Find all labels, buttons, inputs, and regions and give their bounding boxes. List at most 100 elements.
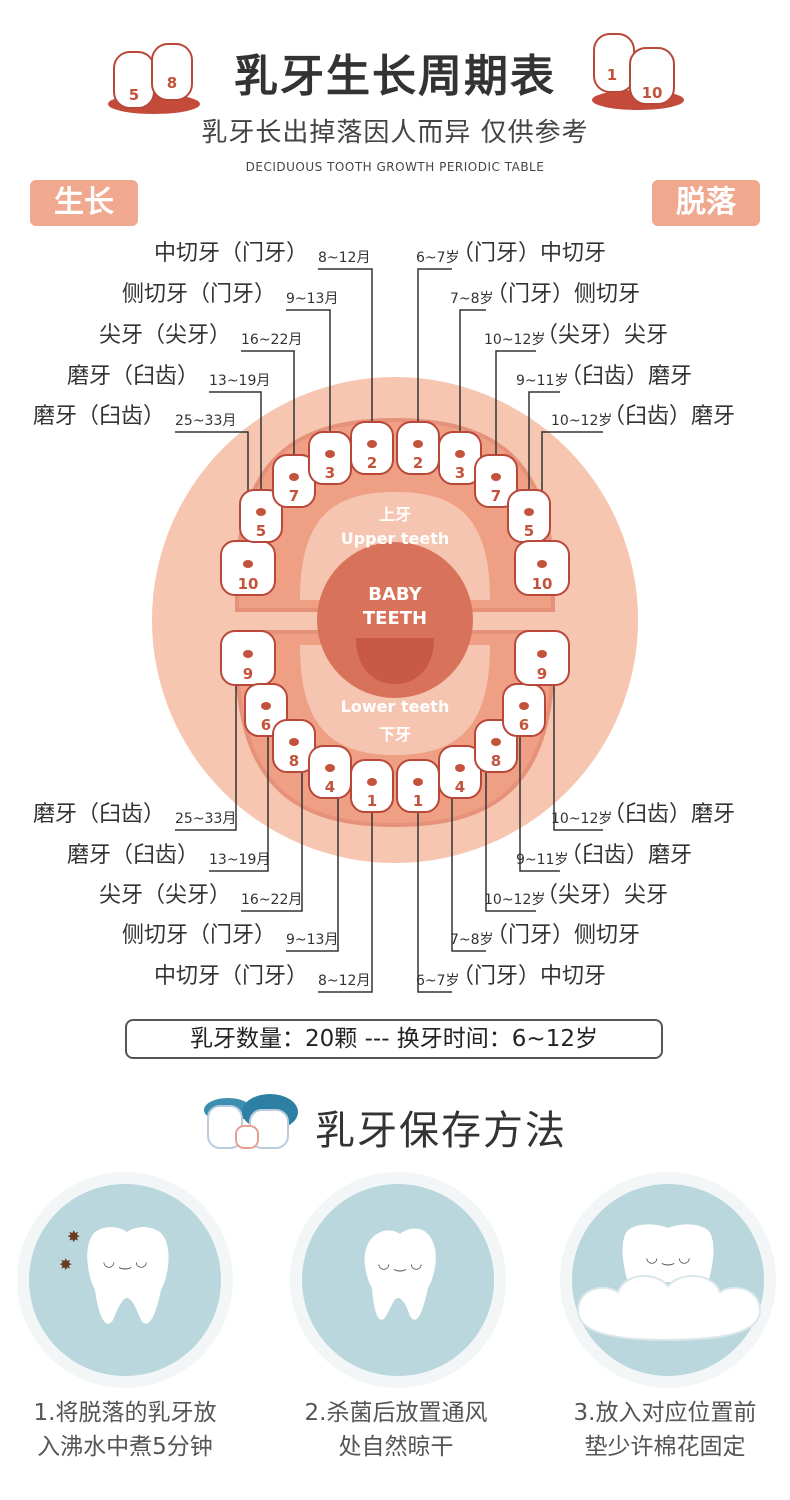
tooth-number: 4	[455, 778, 465, 796]
tooth-age-label: 10~12岁	[551, 413, 613, 429]
tooth-number: 9	[537, 665, 547, 683]
english-subtitle: DECIDUOUS TOOTH GROWTH PERIODIC TABLE	[245, 160, 545, 174]
center-label-line2: TEETH	[363, 608, 427, 629]
tooth-age-label: 7~8岁	[450, 291, 494, 307]
step-2-text: 2.杀菌后放置通风 处自然晾干	[266, 1396, 526, 1464]
tooth-icon: 4	[438, 745, 482, 799]
leader-line	[209, 736, 269, 872]
tooth-type-label: 磨牙（臼齿）	[32, 802, 165, 827]
tooth-type-label: 磨牙（臼齿）	[66, 843, 199, 868]
tooth-age-label: 10~12岁	[551, 811, 613, 827]
leader-line	[286, 309, 331, 432]
face-icon: ◡ ‿ ◡	[103, 1254, 148, 1270]
mouth-diagram: 上牙 Upper teeth BABY TEETH Lower teeth 下牙…	[152, 268, 638, 993]
leader-line	[459, 309, 486, 432]
tooth-type-label: 尖牙（尖牙）	[98, 323, 231, 348]
tooth-icon: 2	[396, 421, 440, 475]
tooth-number: 7	[289, 487, 299, 505]
tooth-icon: 2	[350, 421, 394, 475]
tooth-number: 4	[325, 778, 335, 796]
leader-line	[528, 391, 560, 490]
leader-line	[241, 350, 295, 455]
tooth-age-label: 25~33月	[175, 413, 237, 429]
tooth-type-label: （门牙）侧切牙	[486, 282, 641, 307]
tooth-icon	[235, 1125, 259, 1149]
badge-number: 8	[167, 74, 177, 92]
tooth-type-label: 中切牙（门牙）	[153, 964, 308, 989]
tooth-icon: 9	[220, 630, 276, 686]
tooth-icon: 4	[308, 745, 352, 799]
tooth-number: 10	[532, 575, 553, 593]
leader-line	[519, 736, 560, 872]
tooth-age-label: 10~12岁	[484, 892, 546, 908]
leader-line	[495, 350, 536, 455]
step-2-line1: 2.杀菌后放置通风	[304, 1400, 488, 1426]
tooth-number: 6	[519, 716, 529, 734]
tooth-type-label: 磨牙（臼齿）	[32, 404, 165, 429]
tooth-icon	[87, 1227, 169, 1324]
tooth-icon: 8	[474, 719, 518, 773]
center-label-line1: BABY	[368, 584, 422, 605]
leader-line	[451, 798, 486, 952]
tooth-type-label: （臼齿）磨牙	[560, 843, 693, 868]
badge-teeth-right: 1 10	[592, 33, 684, 110]
tooth-icon: 6	[244, 683, 288, 737]
tooth-number: 3	[455, 464, 465, 482]
badge-teeth-left: 5 8	[108, 43, 200, 114]
tooth-number: 6	[261, 716, 271, 734]
tooth-icon	[622, 1224, 714, 1282]
tooth-type-label: 侧切牙（门牙）	[121, 282, 276, 307]
lower-label-en: Lower teeth	[341, 697, 450, 716]
tooth-age-label: 16~22月	[241, 332, 303, 348]
tooth-number: 5	[256, 522, 266, 540]
tooth-age-label: 8~12月	[318, 973, 371, 989]
tooth-labels: 中切牙（门牙）8~12月侧切牙（门牙）9~13月尖牙（尖牙）16~22月磨牙（臼…	[32, 241, 735, 989]
tooth-type-label: 磨牙（臼齿）	[66, 364, 199, 389]
tooth-age-label: 7~8岁	[450, 932, 494, 948]
step-1-line2: 入沸水中煮5分钟	[37, 1434, 213, 1460]
step-2-line2: 处自然晾干	[338, 1434, 454, 1460]
tooth-age-label: 16~22月	[241, 892, 303, 908]
tooth-number: 8	[491, 752, 501, 770]
leader-line	[417, 268, 452, 422]
upper-label-cn: 上牙	[379, 505, 411, 524]
leader-line	[175, 684, 237, 831]
tooth-type-label: （门牙）侧切牙	[486, 923, 641, 948]
tooth-age-label: 6~7岁	[416, 250, 460, 266]
tooth-type-label: （尖牙）尖牙	[536, 883, 669, 908]
step-3-illustration: ◡ ‿ ◡	[560, 1172, 776, 1388]
tooth-icon: 9	[514, 630, 570, 686]
page-subtitle: 乳牙长出掉落因人而异 仅供参考	[201, 118, 589, 148]
tooth-icon: 3	[438, 431, 482, 485]
cotton-icon	[576, 1274, 762, 1342]
step-1-text: 1.将脱落的乳牙放 入沸水中煮5分钟	[0, 1396, 255, 1464]
tooth-number: 3	[325, 464, 335, 482]
family-teeth-icon	[204, 1094, 298, 1149]
tooth-type-label: （门牙）中切牙	[452, 241, 607, 266]
tooth-icon: 1	[396, 759, 440, 813]
page-title: 乳牙生长周期表	[234, 51, 556, 102]
tooth-type-label: 尖牙（尖牙）	[98, 883, 231, 908]
tooth-type-label: （门牙）中切牙	[452, 964, 607, 989]
step-1-line1: 1.将脱落的乳牙放	[33, 1400, 217, 1426]
step-3-line1: 3.放入对应位置前	[573, 1400, 757, 1426]
tooth-number: 7	[491, 487, 501, 505]
tooth-icon	[151, 43, 193, 101]
leader-line	[318, 812, 373, 993]
badge-number: 1	[607, 66, 617, 84]
germ-icon: ✸	[59, 1255, 72, 1274]
leader-line	[286, 798, 339, 952]
leader-line	[417, 812, 452, 993]
tooth-number: 2	[413, 454, 423, 472]
tooth-age-label: 13~19月	[209, 373, 271, 389]
tooth-number: 5	[524, 522, 534, 540]
badge-number: 5	[129, 86, 139, 104]
upper-label-en: Upper teeth	[341, 529, 450, 548]
leader-line	[318, 268, 373, 422]
tooth-icon: 10	[514, 540, 570, 596]
tooth-number: 2	[367, 454, 377, 472]
tooth-age-label: 6~7岁	[416, 973, 460, 989]
face-icon: ◡ ‿ ◡	[378, 1256, 423, 1272]
tooth-age-label: 9~11岁	[516, 852, 569, 868]
section-title: 乳牙保存方法	[315, 1108, 567, 1154]
